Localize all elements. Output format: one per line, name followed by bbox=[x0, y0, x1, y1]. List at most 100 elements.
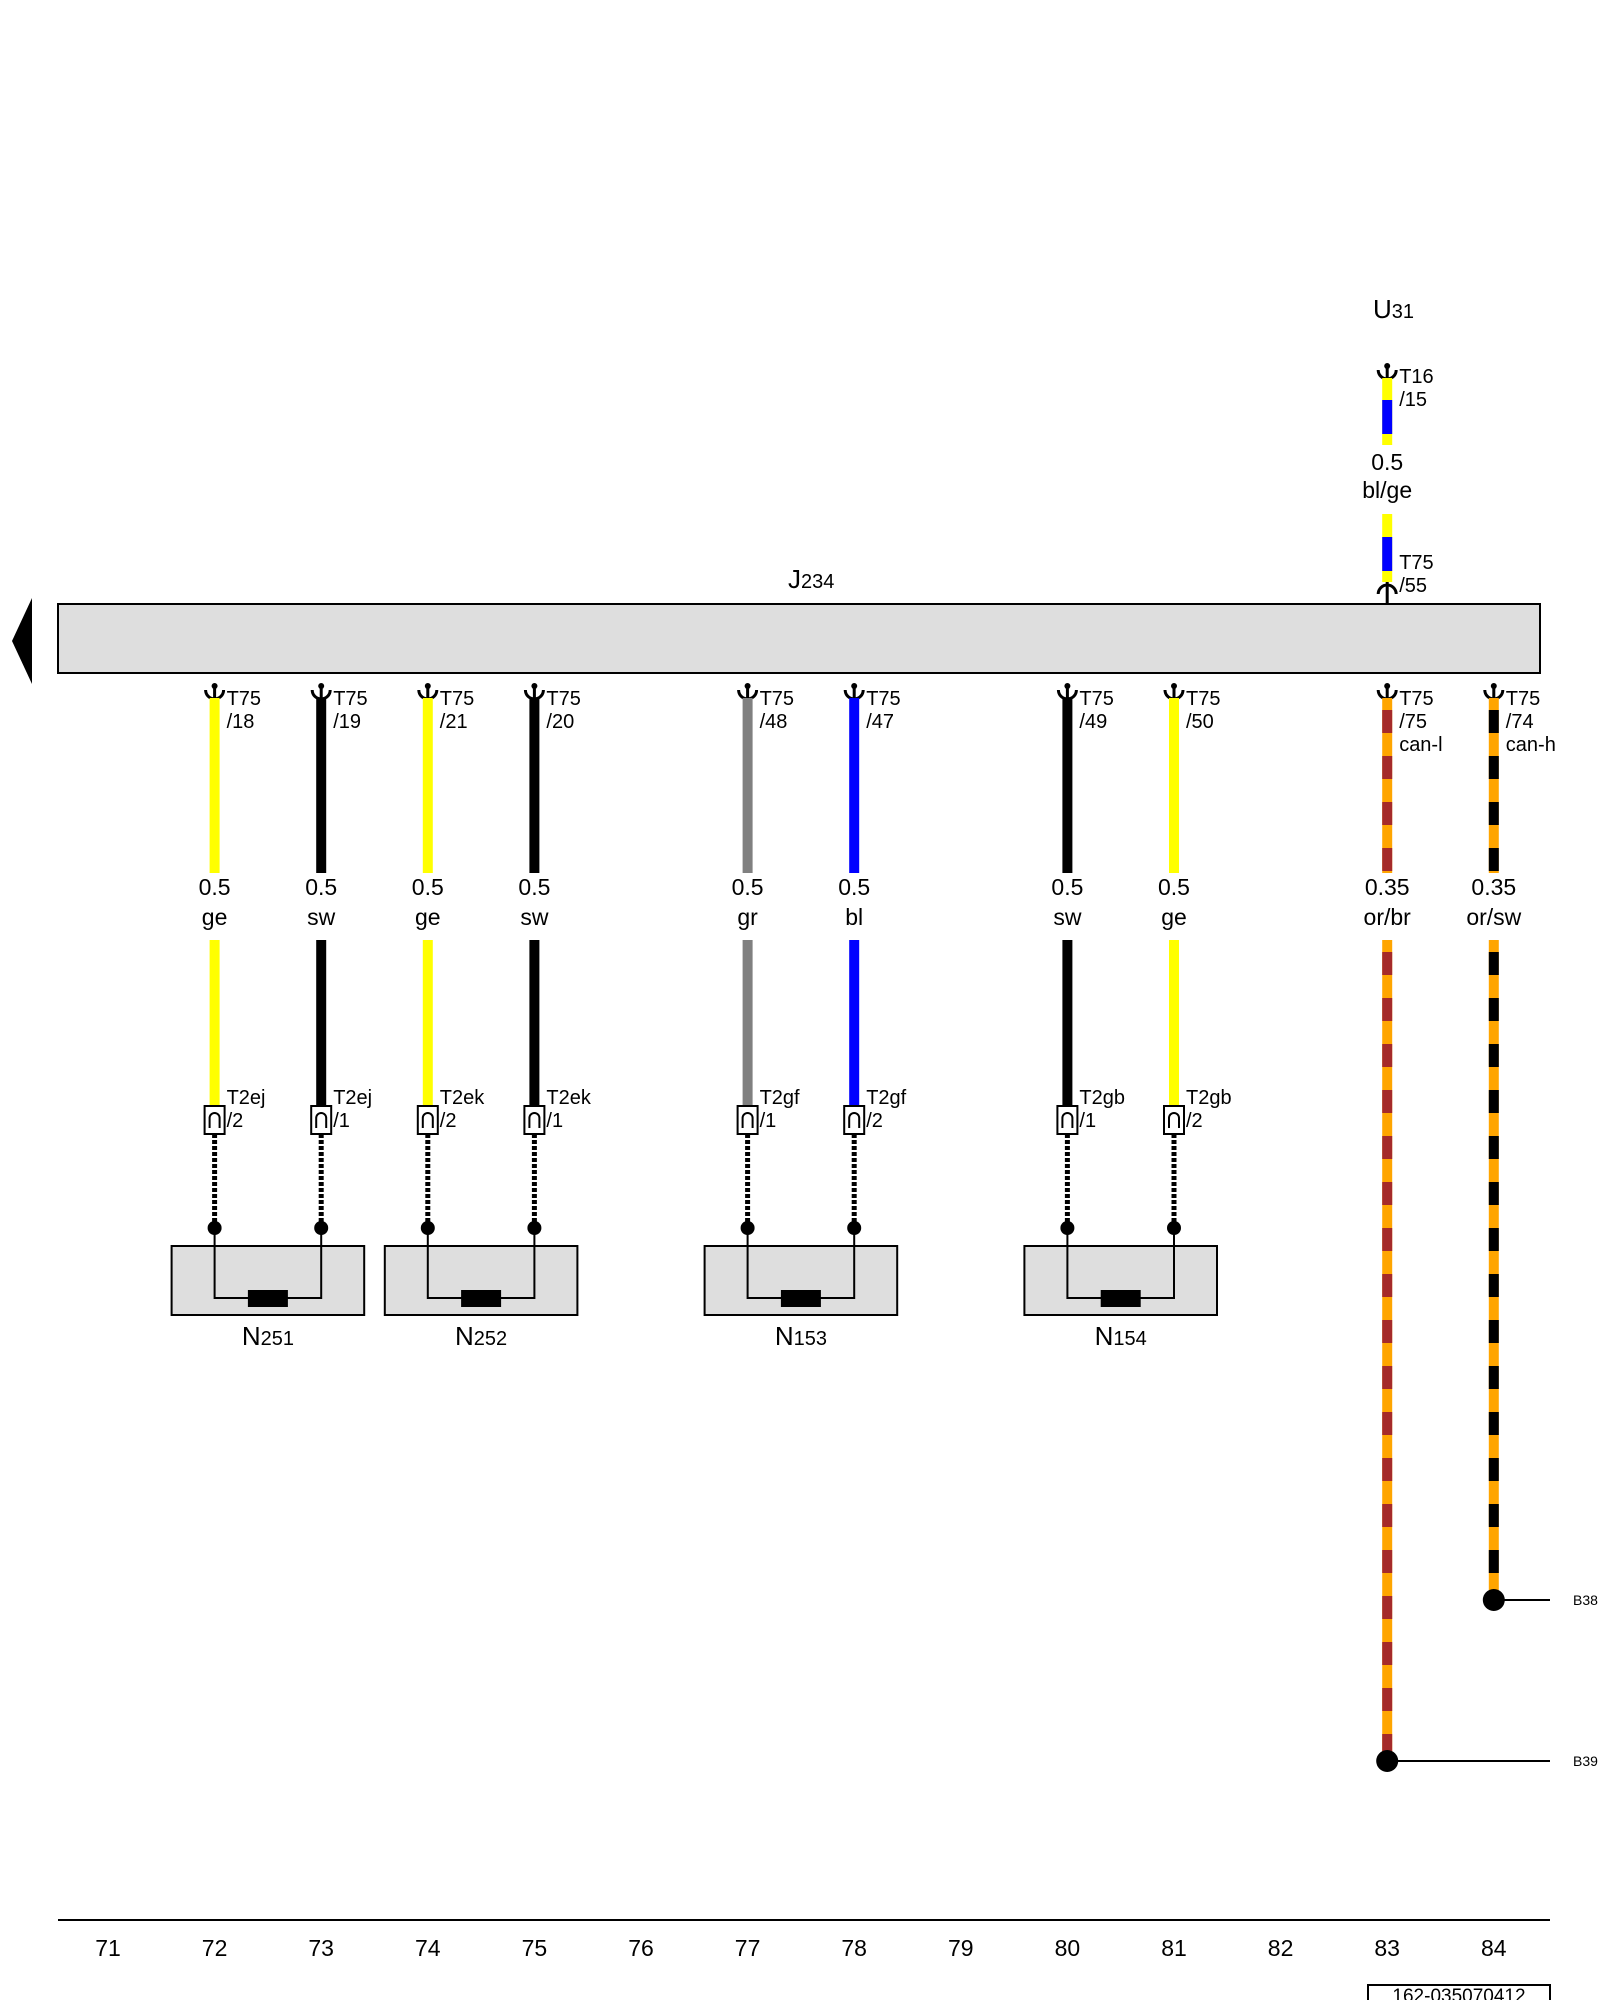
column-number: 84 bbox=[1481, 1935, 1507, 1961]
pin-label: T75 bbox=[333, 688, 367, 710]
column-number: 75 bbox=[522, 1935, 548, 1961]
column-number: 74 bbox=[415, 1935, 441, 1961]
upper-pin-label: T16 bbox=[1399, 366, 1433, 388]
wire-size-label: 0.5 bbox=[838, 874, 870, 900]
column-number: 78 bbox=[841, 1935, 867, 1961]
column-number: 72 bbox=[202, 1935, 228, 1961]
can-bus-group: T75/75can-l0.35or/brB39T75/74can-h0.35or… bbox=[1364, 683, 1598, 1772]
pin-label: T75 bbox=[546, 688, 580, 710]
control-unit-label: J234 bbox=[788, 564, 834, 594]
left-continuation-arrow-icon bbox=[12, 598, 32, 684]
top-wire-size-label: 0.5 bbox=[1371, 449, 1403, 475]
component-label-sub: 154 bbox=[1113, 1328, 1146, 1350]
connector-contact-icon bbox=[208, 1112, 221, 1128]
wire-size-label: 0.5 bbox=[1051, 874, 1083, 900]
solenoid-coil-icon bbox=[1100, 1290, 1141, 1307]
solenoid-coil-icon bbox=[247, 1290, 288, 1307]
solenoid-coil-icon bbox=[461, 1290, 502, 1307]
can-signal-label: can-l bbox=[1399, 734, 1442, 756]
connector-pin: /2 bbox=[1186, 1110, 1203, 1132]
wire-color-label: sw bbox=[520, 904, 549, 930]
connector-label: T2ek bbox=[440, 1087, 485, 1109]
connector-contact-icon bbox=[315, 1112, 328, 1128]
connector-pin: /2 bbox=[866, 1110, 883, 1132]
column-number: 80 bbox=[1055, 1935, 1081, 1961]
connector-label: T2gb bbox=[1186, 1087, 1232, 1109]
pin-symbol-icon-dot bbox=[1171, 683, 1177, 689]
wire-color-label: ge bbox=[1161, 904, 1187, 930]
connector-contact-icon bbox=[1061, 1112, 1074, 1128]
component-label-prefix: N bbox=[775, 1321, 794, 1351]
can-signal-label: can-h bbox=[1506, 734, 1556, 756]
can-wire-size-label: 0.35 bbox=[1365, 874, 1410, 900]
connector-contact-icon bbox=[848, 1112, 861, 1128]
component-label-prefix: N bbox=[242, 1321, 261, 1351]
component-label-sub: 252 bbox=[474, 1328, 507, 1350]
wire-color-label: ge bbox=[415, 904, 441, 930]
wire-color-label: gr bbox=[737, 904, 758, 930]
pin-number: /50 bbox=[1186, 711, 1214, 733]
wire-color-label: sw bbox=[307, 904, 336, 930]
pin-symbol-icon-dot bbox=[851, 683, 858, 689]
pin-number: /20 bbox=[546, 711, 574, 733]
pin-symbol-icon-dot bbox=[531, 683, 538, 689]
connector-housing bbox=[1056, 1105, 1079, 1135]
wire-size-label: 0.5 bbox=[732, 874, 764, 900]
component-label-prefix: N bbox=[455, 1321, 474, 1351]
connector-pin: /1 bbox=[546, 1110, 563, 1132]
component-label-sub: 153 bbox=[794, 1328, 827, 1350]
can-pin-label: T75 bbox=[1399, 688, 1433, 710]
pin-label: T75 bbox=[227, 688, 261, 710]
pin-label: T75 bbox=[440, 688, 474, 710]
component-label: N154 bbox=[1095, 1321, 1147, 1351]
can-wire-size-label: 0.35 bbox=[1471, 874, 1516, 900]
component-N154: N154 bbox=[1023, 1228, 1219, 1351]
top-wire-color-label: bl/ge bbox=[1362, 477, 1412, 503]
connector-pin: /2 bbox=[440, 1110, 457, 1132]
wire-size-label: 0.5 bbox=[412, 874, 444, 900]
connector-label: T2gf bbox=[866, 1087, 906, 1109]
component-N153: N153 bbox=[703, 1228, 899, 1351]
pin-number: /47 bbox=[866, 711, 894, 733]
connector-housing bbox=[1163, 1105, 1185, 1135]
lower-pin-label: T75 bbox=[1399, 552, 1433, 574]
wire-size-label: 0.5 bbox=[305, 874, 337, 900]
connector-contact-icon bbox=[528, 1112, 541, 1128]
lower-pin-number: /55 bbox=[1399, 575, 1427, 597]
component-label-sub: 251 bbox=[261, 1328, 294, 1350]
pin-number: /49 bbox=[1079, 711, 1107, 733]
wire-size-label: 0.5 bbox=[199, 874, 231, 900]
connector-label: T2ej bbox=[333, 1087, 372, 1109]
bus-reference-label: B39 bbox=[1573, 1753, 1598, 1769]
upper-pin-number: /15 bbox=[1399, 389, 1427, 411]
connector-housing bbox=[310, 1105, 333, 1135]
component-label: N153 bbox=[775, 1321, 827, 1351]
connector-housing bbox=[843, 1105, 866, 1135]
column-number: 73 bbox=[308, 1935, 334, 1961]
component-label: N251 bbox=[242, 1321, 294, 1351]
can-pin-number: /74 bbox=[1506, 711, 1534, 733]
pin-label: T75 bbox=[760, 688, 794, 710]
connector-housing bbox=[416, 1105, 439, 1135]
connector-pin: /2 bbox=[227, 1110, 244, 1132]
component-label-prefix: N bbox=[1095, 1321, 1114, 1351]
component-label: N252 bbox=[455, 1321, 507, 1351]
pin-label: T75 bbox=[866, 688, 900, 710]
connector-label: T2gf bbox=[760, 1087, 800, 1109]
component-N252: N252 bbox=[383, 1228, 579, 1351]
can-pin-symbol-icon-dot bbox=[1490, 683, 1497, 689]
pin-number: /21 bbox=[440, 711, 468, 733]
connector-label: T2gb bbox=[1079, 1087, 1125, 1109]
can-wire-color-label: or/br bbox=[1364, 904, 1412, 930]
wire-color-label: ge bbox=[202, 904, 228, 930]
wire-size-label: 0.5 bbox=[1158, 874, 1190, 900]
